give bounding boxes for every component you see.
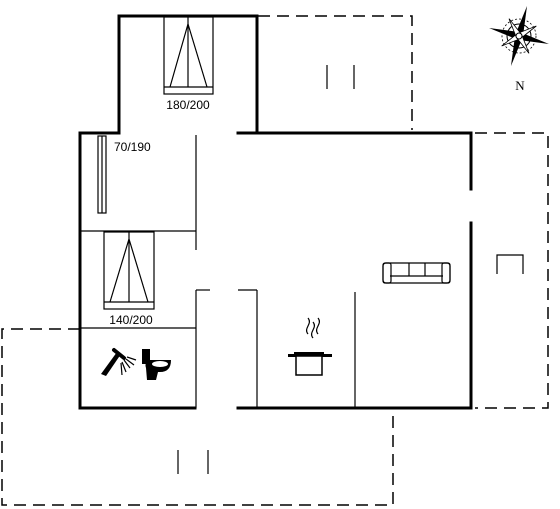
shower-icon [101, 348, 137, 376]
terrace-bottom [1, 328, 394, 506]
terrace-door-markers [177, 65, 524, 474]
interior-walls [80, 135, 356, 408]
terrace-right [475, 132, 549, 409]
terraces [1, 15, 549, 506]
bed-double-top [163, 16, 214, 95]
bed-size-label-2: 70/190 [114, 140, 151, 154]
compass-rose-icon [489, 6, 549, 66]
sofa-icon [382, 262, 451, 284]
cooking-pot-icon [288, 317, 332, 376]
bed-size-label-3: 140/200 [109, 313, 153, 327]
terrace-top [258, 15, 413, 130]
north-label: N [515, 78, 525, 93]
bed-single [97, 135, 107, 214]
bed-double-middle [103, 231, 155, 310]
bed-size-label-1: 180/200 [166, 98, 210, 112]
toilet-icon [142, 349, 171, 380]
